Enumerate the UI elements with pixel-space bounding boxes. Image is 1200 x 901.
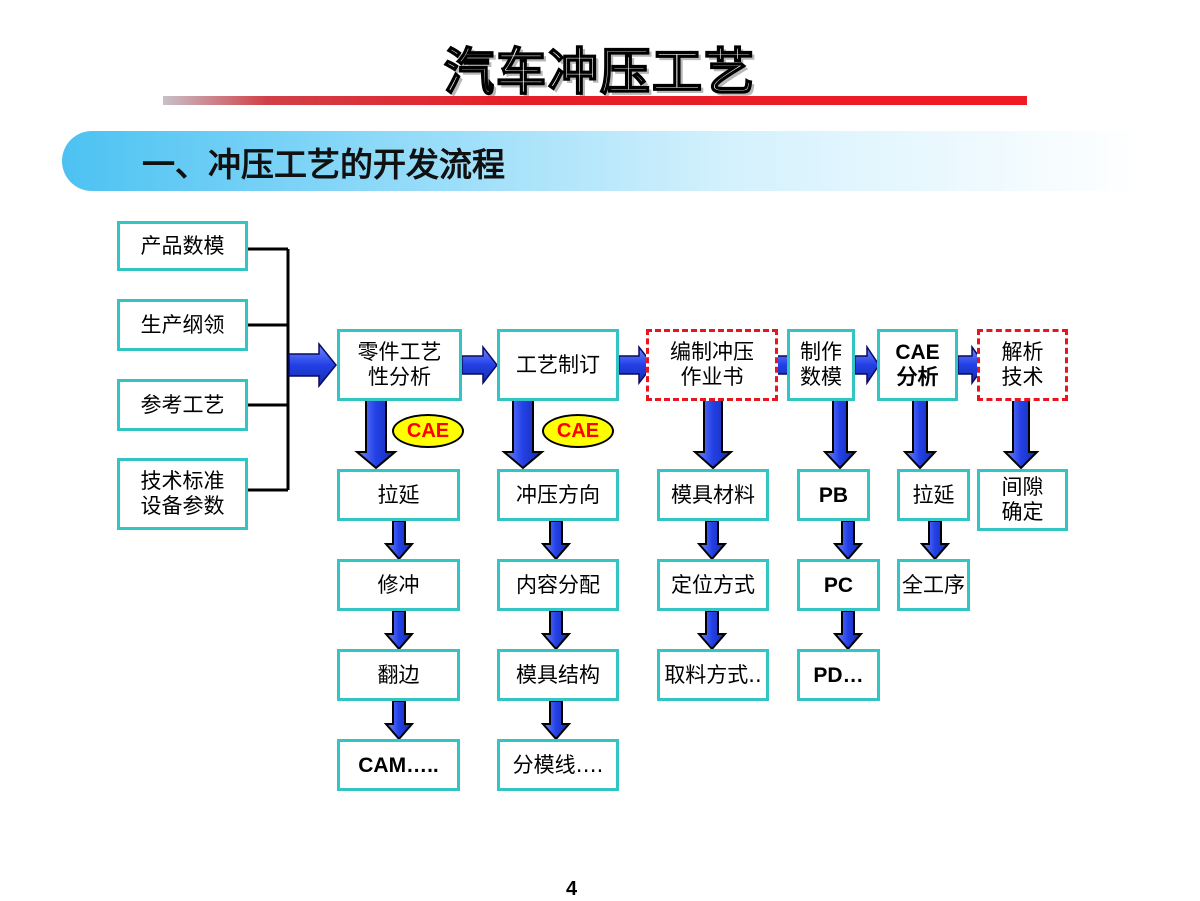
step-analysis-technology: 解析 技术 (977, 329, 1068, 401)
sub-die-structure: 模具结构 (497, 649, 619, 701)
arrow-down-col2 (501, 399, 545, 470)
sub-stamping-direction: 冲压方向 (497, 469, 619, 521)
sub-all-operations: 全工序 (897, 559, 970, 611)
sub-positioning-method: 定位方式 (657, 559, 769, 611)
input-standards-equipment: 技术标准 设备参数 (117, 458, 248, 530)
arrow-col2-1 (540, 520, 572, 561)
section-banner (62, 131, 1142, 191)
arrow-col5-1 (919, 520, 951, 561)
arrow-col2-3 (540, 700, 572, 741)
cae-badge: CAE (542, 414, 614, 448)
sub-drawing-2: 拉延 (897, 469, 970, 521)
sub-pc: PC (797, 559, 880, 611)
arrow-col1-2 (383, 610, 415, 651)
input-product-model: 产品数模 (117, 221, 248, 271)
arrow-col1-1 (383, 520, 415, 561)
sub-content-allocation: 内容分配 (497, 559, 619, 611)
arrow-col4-1 (832, 520, 864, 561)
page-title: 汽车冲压工艺 (443, 42, 756, 102)
step-stamping-instruction: 编制冲压 作业书 (646, 329, 778, 401)
arrow-down-col1 (354, 399, 398, 470)
arrow-down-col6 (1002, 399, 1040, 470)
arrow-down-col4 (822, 399, 858, 470)
input-bracket (248, 247, 290, 492)
arrow-model-to-cae (854, 344, 880, 386)
input-production-plan: 生产纲领 (117, 299, 248, 351)
input-reference-process: 参考工艺 (117, 379, 248, 431)
step-process-planning: 工艺制订 (497, 329, 619, 401)
arrow-col2-2 (540, 610, 572, 651)
sub-drawing: 拉延 (337, 469, 460, 521)
sub-trimming: 修冲 (337, 559, 460, 611)
arrow-down-col3 (692, 399, 734, 470)
arrow-col4-2 (832, 610, 864, 651)
arrow-col3-2 (696, 610, 728, 651)
sub-clearance-determination: 间隙 确定 (977, 469, 1068, 531)
arrow-inputs-to-analysis (288, 341, 337, 389)
arrow-analysis-to-process (461, 344, 498, 386)
step-make-model: 制作 数模 (787, 329, 855, 401)
step-cae-analysis: CAE 分析 (877, 329, 958, 401)
arrow-col3-1 (696, 520, 728, 561)
sub-pb: PB (797, 469, 870, 521)
sub-material-pickup: 取料方式.. (657, 649, 769, 701)
arrow-down-col5 (902, 399, 938, 470)
sub-flanging: 翻边 (337, 649, 460, 701)
page-number: 4 (565, 878, 578, 900)
sub-pd: PD… (797, 649, 880, 701)
title-underline (163, 96, 1027, 105)
sub-parting-line: 分模线…. (497, 739, 619, 791)
sub-die-material: 模具材料 (657, 469, 769, 521)
step-part-process-analysis: 零件工艺 性分析 (337, 329, 462, 401)
section-heading: 一、冲压工艺的开发流程 (142, 145, 505, 184)
sub-cam: CAM….. (337, 739, 460, 791)
cae-badge: CAE (392, 414, 464, 448)
arrow-col1-3 (383, 700, 415, 741)
